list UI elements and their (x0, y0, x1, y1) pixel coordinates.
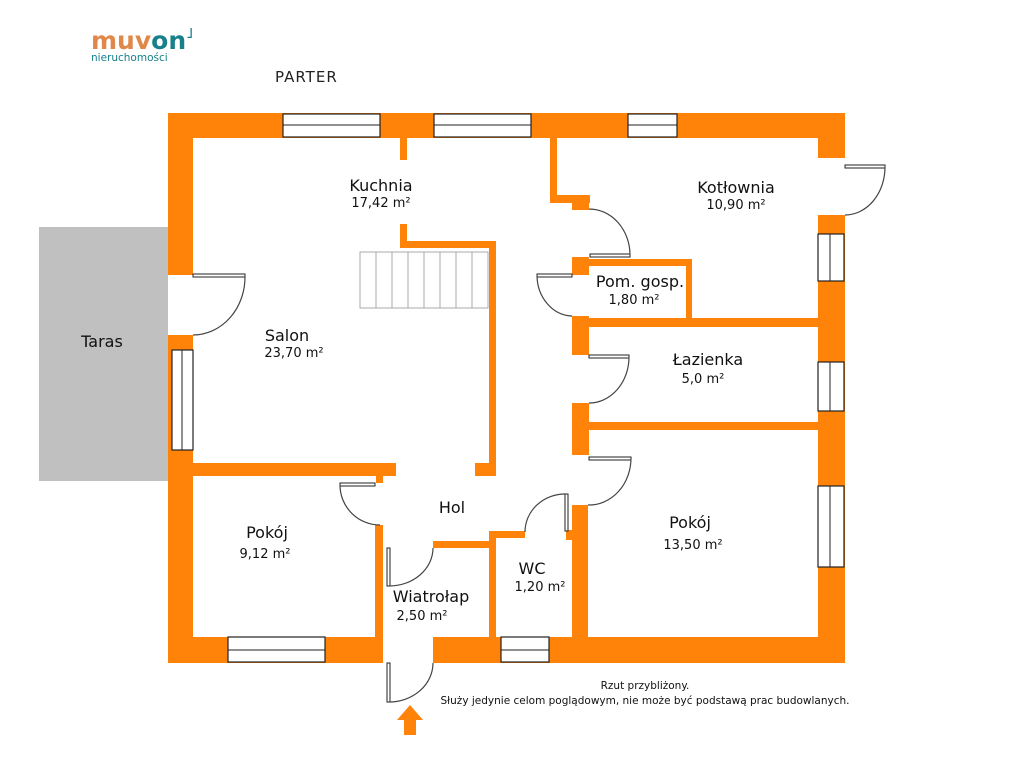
room-name: Hol (439, 498, 465, 517)
room-area: 23,70 m² (264, 346, 323, 361)
room-name: Salon (265, 326, 309, 345)
room-name: Kuchnia (349, 176, 412, 195)
logo-part2: on (151, 26, 187, 55)
logo: muvon˩ nieruchomości (91, 26, 193, 64)
room-name: Łazienka (672, 350, 743, 369)
terrace-label: Taras (80, 332, 123, 351)
disclaimer-line2: Służy jedynie celom poglądowym, nie może… (440, 695, 850, 707)
room-name: WC (519, 559, 546, 578)
window (817, 361, 845, 412)
window (817, 485, 845, 568)
disclaimer-line1: Rzut przybliżony. (600, 680, 690, 692)
door (192, 273, 246, 278)
room-area: 1,20 m² (515, 580, 566, 595)
door (844, 164, 886, 169)
room-area: 2,50 m² (397, 609, 448, 624)
logo-wordmark: muvon˩ (91, 26, 193, 55)
terrace (39, 227, 168, 481)
room-labels: Kuchnia 17,42 m² Kotłownia 10,90 m² Pom.… (240, 176, 775, 624)
door (589, 253, 631, 258)
door (386, 547, 391, 587)
window (817, 233, 845, 282)
doors (192, 164, 886, 703)
logo-tagline: nieruchomości (91, 52, 168, 64)
room-area: 17,42 m² (351, 196, 410, 211)
floor-title: PARTER (275, 68, 338, 86)
room-area: 1,80 m² (609, 293, 660, 308)
room-name: Pom. gosp. (596, 272, 684, 291)
room-area: 5,0 m² (682, 372, 725, 387)
door (386, 662, 391, 703)
stairs (359, 251, 489, 309)
entrance-arrow-icon (397, 705, 423, 735)
door (536, 273, 573, 278)
windows (171, 113, 845, 663)
room-name: Kotłownia (697, 178, 775, 197)
door (588, 354, 630, 359)
room-area: 9,12 m² (240, 547, 291, 562)
door (588, 456, 632, 461)
room-area: 10,90 m² (706, 198, 765, 213)
room-area: 13,50 m² (663, 538, 722, 553)
room-name: Pokój (246, 523, 288, 542)
logo-arrow-icon: ˩ (186, 26, 194, 42)
room-name: Wiatrołap (393, 587, 470, 606)
door (339, 482, 376, 487)
door (564, 493, 569, 532)
room-name: Pokój (669, 513, 711, 532)
disclaimer-note: Rzut przybliżony. Służy jedynie celom po… (420, 679, 870, 709)
logo-part1: muv (91, 26, 152, 55)
